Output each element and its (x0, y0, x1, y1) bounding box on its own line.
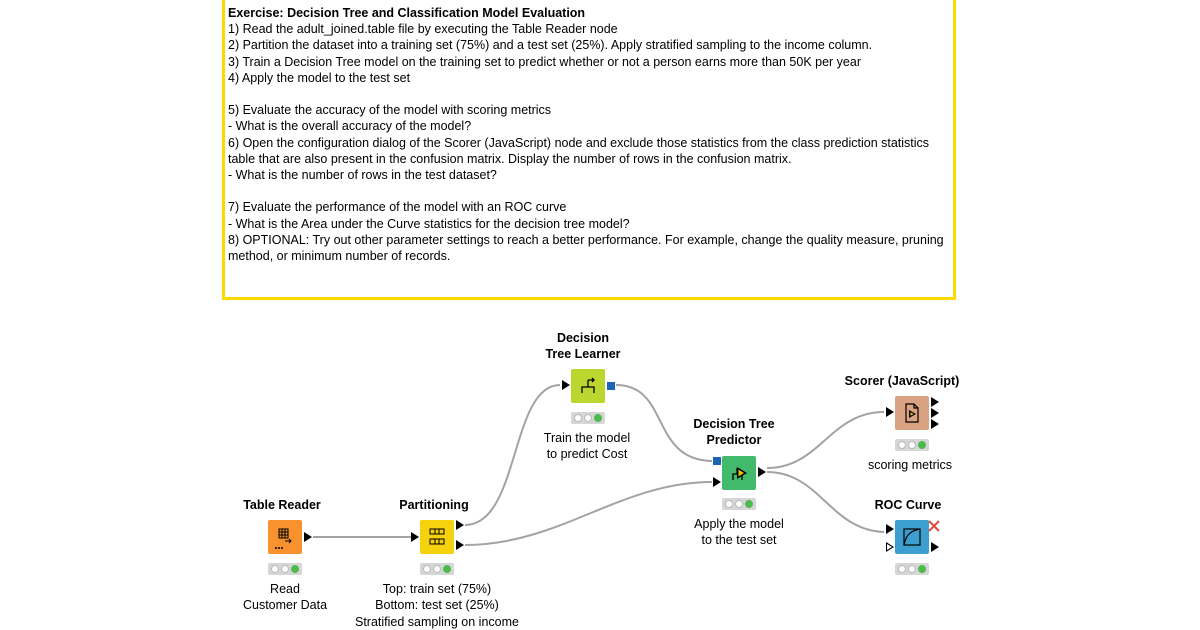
output-port-1[interactable] (931, 397, 939, 407)
tree-learner-icon[interactable] (571, 369, 605, 403)
connection-predictor-scorer (766, 411, 885, 469)
node-label: Read Customer Data (242, 582, 328, 613)
output-port[interactable] (758, 467, 766, 477)
connection-learner-predictor (615, 384, 713, 462)
connection-partitioning-learner (464, 384, 561, 526)
output-port-2[interactable] (931, 408, 939, 418)
scorer-icon[interactable] (895, 396, 929, 430)
output-port-3[interactable] (931, 419, 939, 429)
node-label: scoring metrics (867, 458, 953, 472)
status-indicator (268, 563, 302, 575)
annotation-title: Exercise: Decision Tree and Classificati… (228, 6, 586, 20)
tree-predictor-icon[interactable] (722, 456, 756, 490)
output-port[interactable] (931, 542, 939, 552)
status-indicator (895, 563, 929, 575)
node-title: Decision Tree Learner (545, 331, 621, 361)
input-port[interactable] (886, 407, 894, 417)
node-title: Scorer (JavaScript) (844, 374, 960, 388)
workflow-annotation[interactable]: Exercise: Decision Tree and Classificati… (222, 0, 956, 300)
output-port[interactable] (304, 532, 312, 542)
roc-curve-icon[interactable] (895, 520, 929, 554)
input-port[interactable] (411, 532, 419, 542)
status-indicator (895, 439, 929, 451)
node-title: ROC Curve (874, 498, 942, 512)
node-label: Apply the model to the test set (694, 517, 784, 548)
model-output-port[interactable] (607, 382, 615, 390)
input-port[interactable] (886, 524, 894, 534)
node-label: Train the model to predict Cost (543, 431, 631, 462)
partitioning-icon[interactable] (420, 520, 454, 554)
connection-partitioning-predictor (464, 481, 713, 546)
input-port[interactable] (562, 380, 570, 390)
close-icon (928, 520, 940, 532)
connection-predictor-roc (766, 471, 885, 533)
status-indicator (571, 412, 605, 424)
node-title: Decision Tree Predictor (693, 417, 775, 447)
node-label: Top: train set (75%) Bottom: test set (2… (355, 582, 519, 629)
annotation-text: Exercise: Decision Tree and Classificati… (228, 5, 948, 264)
image-input-port[interactable] (886, 542, 894, 552)
status-indicator (420, 563, 454, 575)
annotation-body: 1) Read the adult_joined.table file by e… (228, 22, 944, 264)
output-port-bottom[interactable] (456, 540, 464, 550)
node-title: Table Reader (243, 498, 321, 512)
status-indicator (722, 498, 756, 510)
model-input-port[interactable] (713, 457, 721, 465)
input-port[interactable] (713, 477, 721, 487)
output-port-top[interactable] (456, 520, 464, 530)
node-title: Partitioning (399, 498, 469, 512)
table-reader-icon[interactable] (268, 520, 302, 554)
